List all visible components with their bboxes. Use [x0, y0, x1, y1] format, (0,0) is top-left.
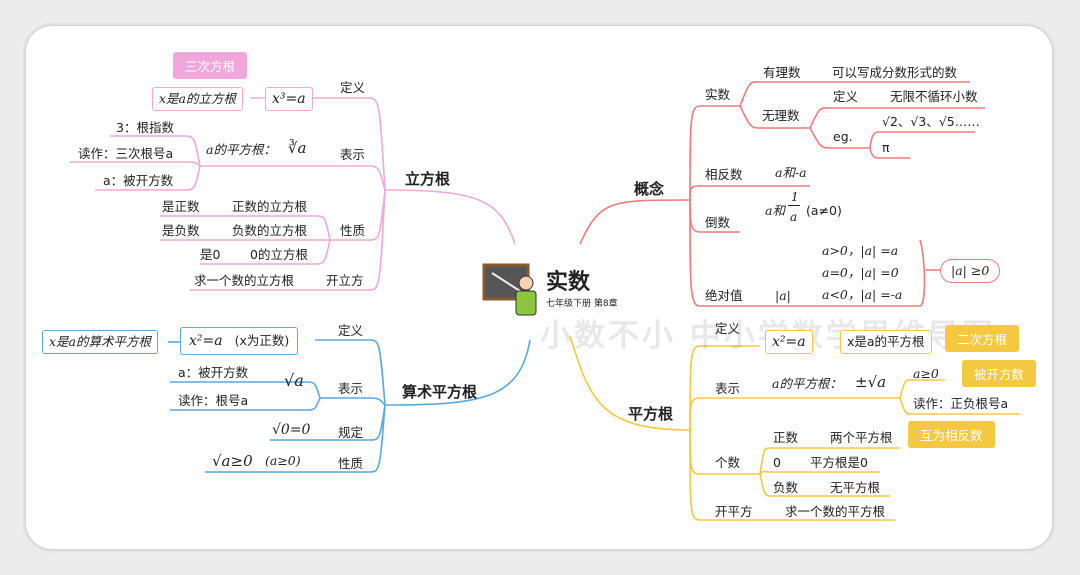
square-radicand-cond: a≥0 — [913, 366, 939, 381]
cube-property-label: 性质 — [340, 223, 366, 238]
cube-notation-label: 表示 — [340, 147, 366, 162]
rational-label: 有理数 — [763, 65, 801, 80]
square-notation-formula: ±√a — [855, 373, 887, 391]
cube-zero-desc: 0的立方根 — [250, 247, 308, 262]
cube-def-label: 定义 — [340, 80, 366, 95]
abs-label: 绝对值 — [705, 288, 743, 303]
tag-opposite: 互为相反数 — [908, 421, 995, 448]
opposite-label: 相反数 — [705, 167, 743, 182]
arith-def-formula: x²=a — [189, 333, 223, 349]
arith-reading: 读作：根号a — [178, 393, 249, 408]
irrational-label: 无理数 — [762, 108, 800, 123]
center-subtitle: 七年级下册 第8章 — [546, 299, 618, 309]
cube-def-desc: x是a的立方根 — [152, 87, 244, 111]
teacher-blackboard-icon — [482, 263, 537, 316]
irrational-def-desc: 无限不循环小数 — [890, 89, 978, 104]
square-extract-desc: 求一个数的平方根 — [785, 504, 886, 519]
concept-title: 概念 — [634, 180, 665, 198]
square-negative-desc: 无平方根 — [830, 480, 881, 495]
square-reading: 读作：正负根号a — [913, 396, 1009, 411]
cube-extract-desc: 求一个数的立方根 — [194, 273, 295, 288]
square-negative-label: 负数 — [773, 480, 799, 495]
arith-radicand: a：被开方数 — [178, 365, 249, 380]
mindmap-card — [26, 26, 1052, 549]
square-def-formula: x²=a — [765, 330, 813, 354]
cube-neg-desc: 负数的立方根 — [232, 223, 308, 238]
cube-pos-label: 是正数 — [162, 199, 200, 214]
reciprocal-prefix: a和 — [765, 203, 785, 218]
tag-second-root: 二次方根 — [945, 325, 1020, 352]
cube-title: 立方根 — [405, 170, 451, 188]
reciprocal-numerator: 1 — [791, 190, 799, 204]
square-zero-desc: 平方根是0 — [810, 455, 868, 470]
abs-case-negative: a<0，|a| =-a — [822, 287, 903, 302]
arith-property-formula: √a≥0 — [212, 452, 253, 470]
arith-property-cond: (a≥0) — [265, 453, 301, 468]
eg-values: √2、√3、√5…… — [882, 114, 980, 129]
square-count-label: 个数 — [715, 455, 741, 470]
square-def-desc: x是a的平方根 — [840, 330, 932, 354]
reciprocal-label: 倒数 — [705, 215, 731, 230]
cube-radicand: a：被开方数 — [103, 173, 174, 188]
arith-def-cond: (x为正数) — [234, 333, 290, 348]
reciprocal-condition: (a≠0) — [806, 203, 842, 218]
square-positive-desc: 两个平方根 — [830, 430, 893, 445]
cube-zero-label: 是0 — [200, 247, 221, 262]
cube-neg-label: 是负数 — [162, 223, 200, 238]
cube-def-formula: x³=a — [265, 87, 313, 111]
eg-label: eg. — [833, 129, 853, 144]
arith-title: 算术平方根 — [402, 383, 478, 401]
pi-label: π — [882, 140, 890, 155]
square-extract-label: 开平方 — [715, 504, 753, 519]
tag-radicand: 被开方数 — [962, 360, 1037, 387]
real-number-label: 实数 — [705, 87, 731, 102]
arith-def-desc: x是a的算术平方根 — [42, 330, 159, 354]
tag-third-root: 三次方根 — [173, 52, 248, 79]
cube-notation-formula: ∛a — [288, 139, 307, 157]
arith-def-box: x²=a (x为正数) — [180, 327, 299, 355]
cube-pos-desc: 正数的立方根 — [232, 199, 308, 214]
cube-index: 3：根指数 — [116, 120, 174, 135]
square-title: 平方根 — [628, 405, 674, 423]
center-title: 实数 — [546, 270, 591, 295]
opposite-value: a和-a — [775, 165, 807, 180]
arith-def-label: 定义 — [338, 323, 364, 338]
arith-notation-formula: √a — [284, 371, 304, 390]
square-notation-label: 表示 — [715, 381, 741, 396]
cube-reading: 读作：三次根号a — [78, 146, 174, 161]
arith-rule-label: 规定 — [338, 425, 364, 440]
square-def-label: 定义 — [715, 321, 741, 336]
cube-extract-label: 开立方 — [326, 273, 364, 288]
irrational-def-label: 定义 — [833, 89, 859, 104]
square-notation-desc: a的平方根： — [772, 376, 842, 391]
abs-symbol: |a| — [775, 288, 791, 303]
abs-case-zero: a=0，|a| =0 — [822, 265, 899, 280]
arith-property-label: 性质 — [338, 456, 364, 471]
cube-notation-desc: a的平方根： — [206, 142, 276, 157]
reciprocal-denominator: a — [790, 210, 798, 224]
abs-result-box: |a| ≥0 — [940, 259, 1001, 283]
abs-case-positive: a>0，|a| =a — [822, 243, 899, 258]
arith-notation-label: 表示 — [338, 381, 364, 396]
square-zero-label: 0 — [773, 455, 781, 470]
fraction-bar — [788, 205, 800, 206]
arith-rule-formula: √0=0 — [272, 422, 311, 438]
rational-desc: 可以写成分数形式的数 — [832, 65, 958, 80]
square-positive-label: 正数 — [773, 430, 799, 445]
